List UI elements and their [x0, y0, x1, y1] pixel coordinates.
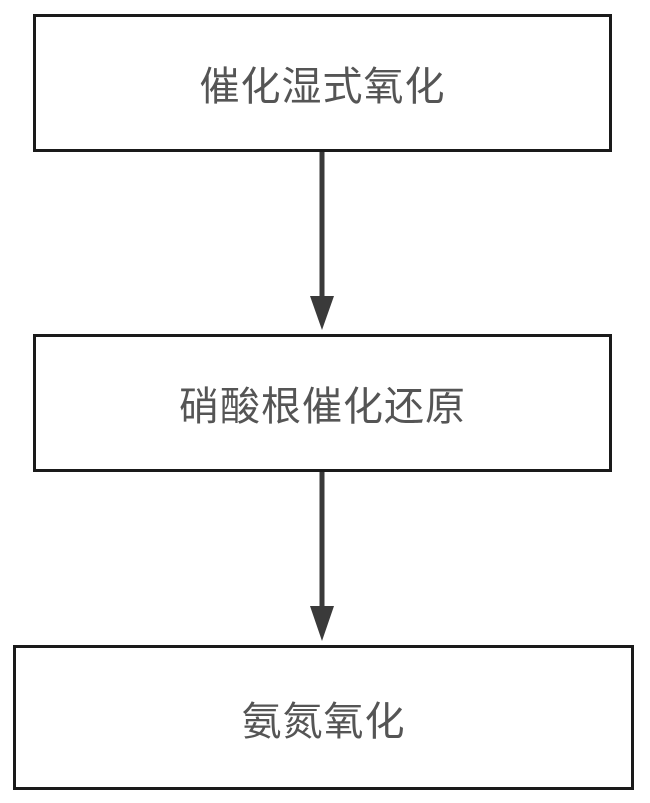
flow-step-nitrate-catalytic-reduction: 硝酸根催化还原: [33, 334, 612, 472]
flow-step-label: 催化湿式氧化: [199, 64, 446, 110]
flow-step-catalytic-wet-oxidation: 催化湿式氧化: [33, 14, 612, 152]
flow-step-ammonia-nitrogen-oxidation: 氨氮氧化: [13, 645, 634, 790]
flow-step-label: 硝酸根催化还原: [179, 384, 466, 430]
flow-step-label: 氨氮氧化: [241, 698, 406, 745]
arrow-step1-to-step2: [310, 152, 334, 330]
arrow-step2-to-step3: [310, 472, 334, 641]
